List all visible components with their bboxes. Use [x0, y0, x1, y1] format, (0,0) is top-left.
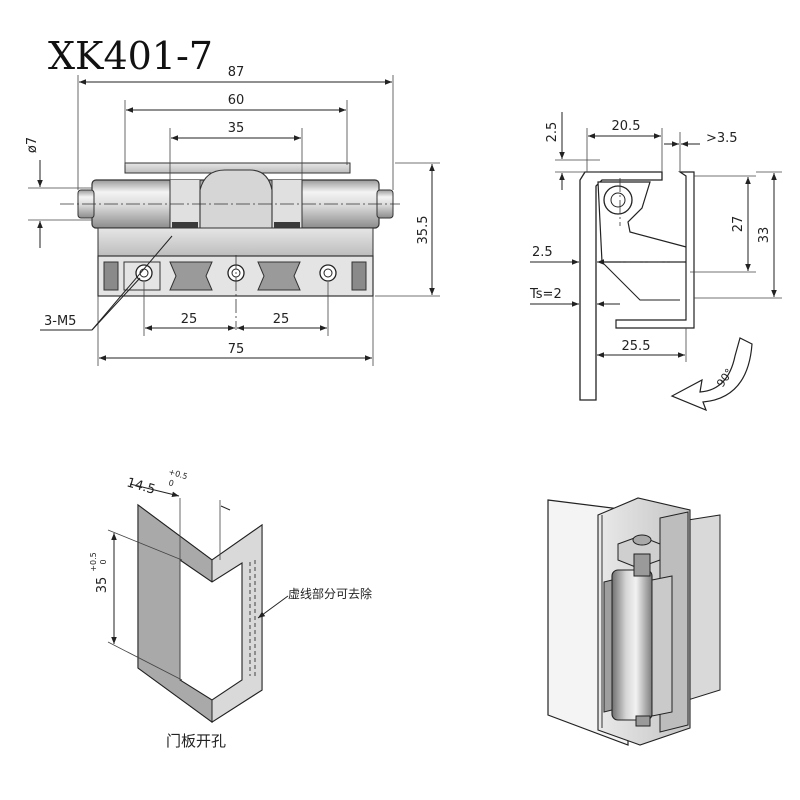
- dim-clearance: >3.5: [706, 131, 738, 146]
- dim-pitch-b: 25: [273, 312, 290, 327]
- assembly-3d-view: [547, 497, 721, 746]
- thread-callout: 3-M5: [44, 314, 76, 329]
- dim-27: 27: [731, 216, 746, 233]
- dim-20-5: 20.5: [612, 119, 641, 134]
- side-view: 2.5 20.5 >3.5 27 33 2.5: [529, 112, 782, 412]
- cutout-caption: 门板开孔: [166, 732, 226, 750]
- dim-pin-dia: ø7: [25, 137, 40, 153]
- dim-35: 35: [228, 121, 245, 136]
- dim-75: 75: [228, 342, 245, 357]
- dim-35-5: 35.5: [416, 216, 431, 245]
- dim-25-5: 25.5: [622, 339, 651, 354]
- dim-leaf-2-5: 2.5: [532, 245, 553, 260]
- dim-ts: Ts=2: [529, 287, 562, 302]
- tol-height-lower: 0: [99, 559, 108, 564]
- dim-33: 33: [757, 227, 772, 244]
- dim-60: 60: [228, 93, 245, 108]
- dim-87: 87: [228, 65, 245, 80]
- model-title: XK401-7: [48, 34, 213, 78]
- removable-note: 虚线部分可去除: [288, 586, 372, 601]
- front-view: 87 60 35 ø7 35.5: [25, 65, 440, 366]
- cutout-view: 14.5 +0.5 0 35 +0.5 0 虚线部分可去除 门板开孔: [89, 467, 372, 750]
- dim-top-2-5: 2.5: [545, 122, 560, 143]
- dim-cutout-width: 14.5: [125, 475, 157, 497]
- dim-pitch-a: 25: [181, 312, 198, 327]
- rotation-arrow-icon: 90°: [670, 337, 753, 412]
- dim-cutout-height: 35: [95, 577, 110, 594]
- tol-width-lower: 0: [167, 478, 174, 488]
- tol-height-upper: +0.5: [89, 552, 98, 571]
